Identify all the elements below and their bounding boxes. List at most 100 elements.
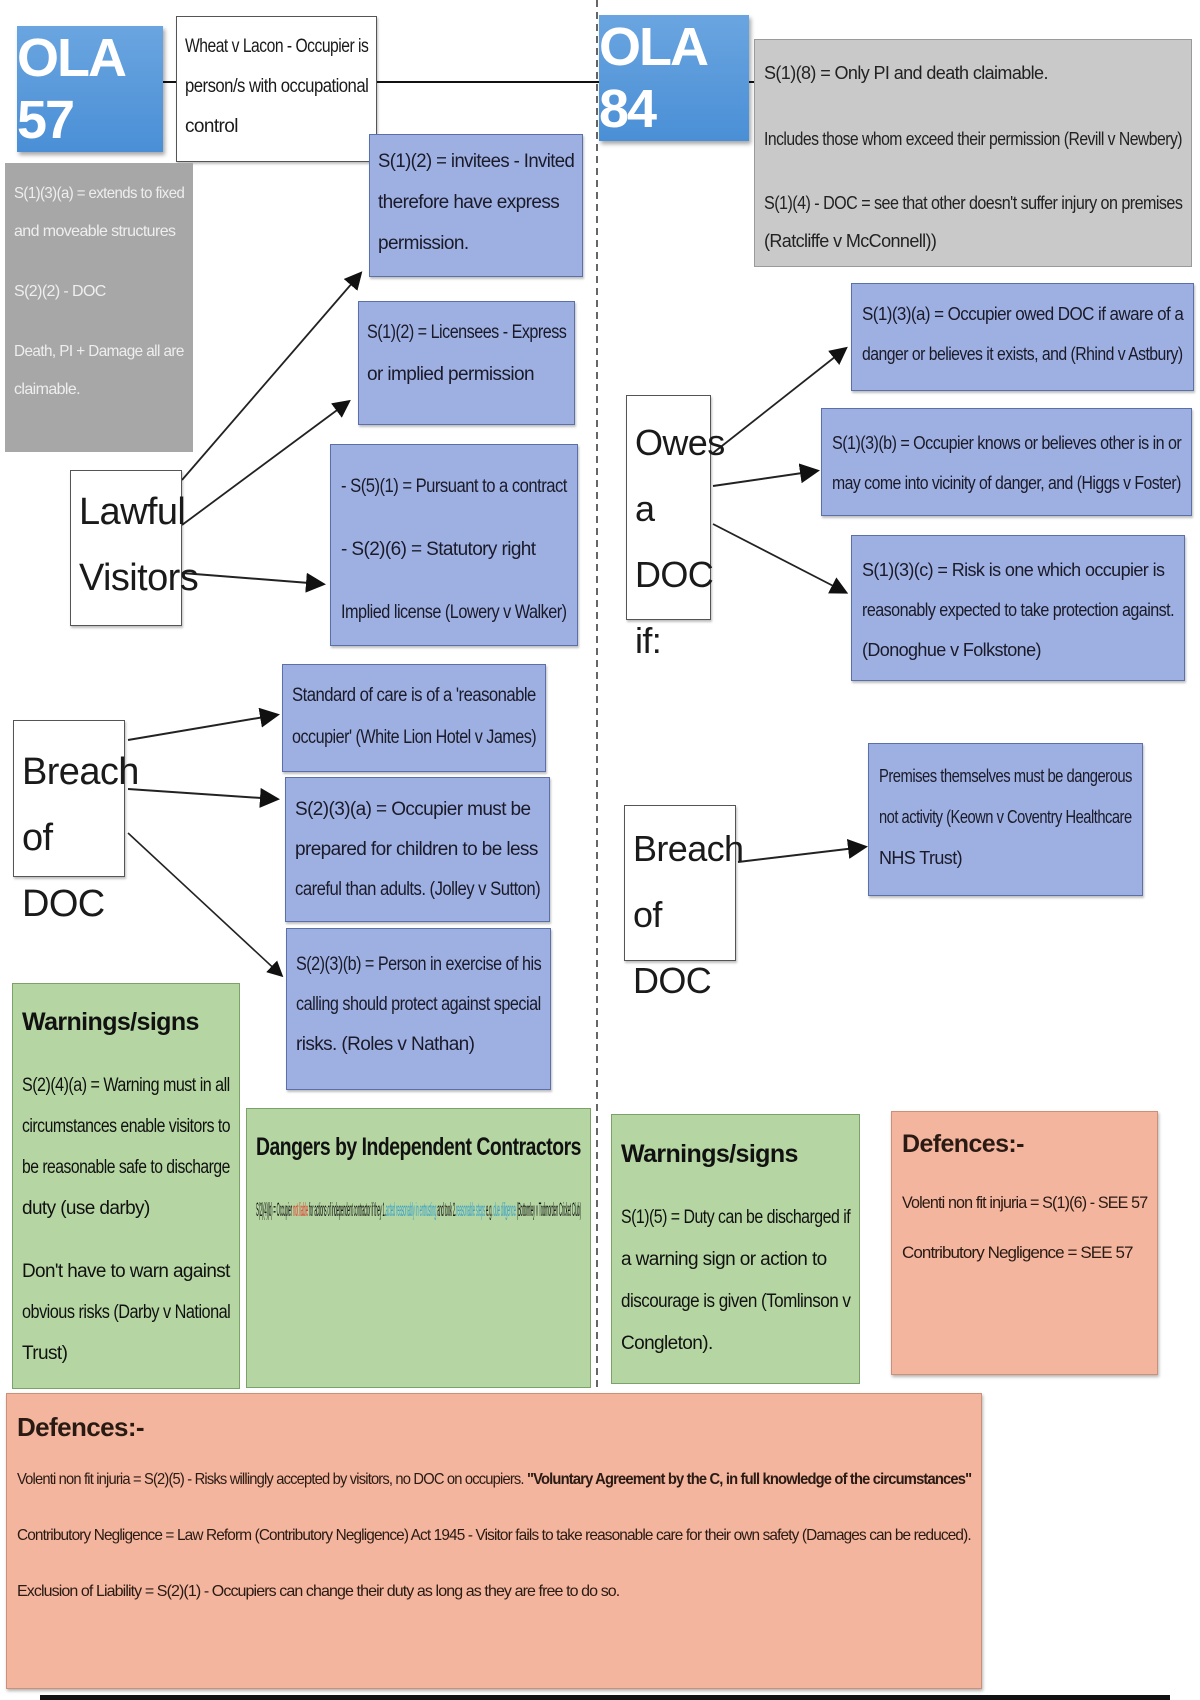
owes-doc-label: if: <box>635 620 662 661</box>
acted-reasonably-highlight: acted reasonably in entrusting <box>385 1200 437 1221</box>
premises-line: NHS Trust) <box>879 848 963 868</box>
warnings-84-line: Congleton). <box>621 1333 713 1354</box>
definition-line: control <box>185 116 238 137</box>
arrow-to-children <box>127 787 280 808</box>
contractors-text-part: for actions of independent contractor if… <box>308 1200 386 1221</box>
children-box: S(2)(3)(a) = Occupier must be prepared f… <box>285 777 550 922</box>
warnings-line: S(2)(4)(a) = Warning must in all <box>22 1075 230 1096</box>
warnings-84-line: a warning sign or action to <box>621 1249 827 1270</box>
contractors-text-part: (Bottomley v Todmorden Cricket Club) <box>515 1200 581 1221</box>
other-visitors-line: - S(2)(6) = Statutory right <box>341 539 536 560</box>
invitees-line: S(1)(2) = invitees - Invited <box>378 151 575 172</box>
volenti-57: Volenti non fit injuria = S(2)(5) - Risk… <box>17 1471 972 1489</box>
children-line: prepared for children to be less <box>295 839 538 860</box>
premises-box: Premises themselves must be dangerous no… <box>868 743 1143 896</box>
ola57-title-text: OLA 57 <box>17 28 125 150</box>
warnings-line: obvious risks (Darby v National <box>22 1302 231 1323</box>
s133c-box: S(1)(3)(c) = Risk is one which occupier … <box>851 535 1185 681</box>
contractors-text-part: and took 2. <box>436 1200 457 1221</box>
warnings-line: Trust) <box>22 1343 68 1364</box>
invitees-line: therefore have express <box>378 192 560 213</box>
scope-note: S(2)(2) - DOC <box>14 283 106 300</box>
owes-doc-node: Owes a DOC if: <box>626 395 725 661</box>
arrow-to-calling <box>127 832 284 978</box>
arrow-to-s133a <box>712 346 848 454</box>
standard-of-care-box: Standard of care is of a 'reasonable occ… <box>282 664 546 772</box>
licensees-box: S(1)(2) = Licensees - Express or implied… <box>358 301 575 425</box>
owes-doc-label: a DOC <box>635 488 714 595</box>
owes-doc-label: Owes <box>635 422 725 463</box>
s133a-line: S(1)(3)(a) = Occupier owed DOC if aware … <box>862 304 1184 324</box>
s133b-line: S(1)(3)(b) = Occupier knows or believes … <box>832 433 1182 453</box>
ola84-note: S(1)(8) = Only PI and death claimable. <box>764 63 1048 83</box>
bottom-rule <box>40 1695 1170 1700</box>
reasonable-steps-highlight: reasonable steps <box>456 1200 486 1221</box>
ola84-note: (Ratcliffe v McConnell)) <box>764 231 937 251</box>
not-liable-highlight: not liable <box>292 1200 309 1221</box>
breach-57-node: Breach of DOC <box>13 720 139 925</box>
breach-84-node: Breach of DOC <box>624 805 744 1001</box>
ola84-title-text: OLA 84 <box>599 17 707 139</box>
ola84-title: OLA 84 <box>599 15 749 141</box>
calling-line: calling should protect against special <box>296 994 541 1015</box>
scope-note: Death, PI + Damage all are <box>14 343 184 360</box>
breach-57-label: Breach <box>22 751 139 793</box>
warnings-84-line: S(1)(5) = Duty can be discharged if <box>621 1207 851 1228</box>
ola84-note: S(1)(4) - DOC = see that other doesn't s… <box>764 193 1183 213</box>
premises-line: not activity (Keown v Coventry Healthcar… <box>879 807 1132 827</box>
contributory-negligence-57: Contributory Negligence = Law Reform (Co… <box>17 1527 972 1544</box>
breach-84-label: Breach <box>633 828 744 869</box>
s133a-line: danger or believes it exists, and (Rhind… <box>862 344 1183 364</box>
warnings-84-line: discourage is given (Tomlinson v <box>621 1291 851 1312</box>
lawful-visitors-label: Visitors <box>79 557 199 599</box>
volenti-57-text: Volenti non fit injuria = S(2)(5) - Risk… <box>17 1471 527 1488</box>
calling-line: risks. (Roles v Nathan) <box>296 1034 475 1055</box>
standard-line: Standard of care is of a 'reasonable <box>292 685 536 706</box>
arrow-to-premises <box>737 838 868 863</box>
arrow-to-licensees <box>181 399 351 526</box>
s133c-line: (Donoghue v Folkstone) <box>862 640 1042 660</box>
breach-84-label: of DOC <box>633 894 712 1001</box>
ola57-scope-notes: S(1)(3)(a) = extends to fixed and moveab… <box>5 163 193 452</box>
definition-line: Wheat v Lacon - Occupier is <box>185 36 369 57</box>
volenti-57-quote: "Voluntary Agreement by the C, in full k… <box>526 1471 972 1488</box>
s133b-line: may come into vicinity of danger, and (H… <box>832 473 1181 493</box>
warnings-84-box: Warnings/signs S(1)(5) = Duty can be dis… <box>611 1114 860 1384</box>
scope-note: S(1)(3)(a) = extends to fixed <box>14 185 185 202</box>
contractors-text: S(2)(4)(b) = Occupier not liable for act… <box>256 1190 581 1231</box>
arrow-to-standard-of-care <box>127 707 280 741</box>
contributory-negligence-84: Contributory Negligence = SEE 57 <box>902 1243 1134 1262</box>
licensees-line: S(1)(2) = Licensees - Express <box>367 322 567 343</box>
other-visitors-line: - S(5)(1) = Pursuant to a contract <box>341 476 567 497</box>
contractors-heading: Dangers by Independent Contractors <box>256 1133 581 1161</box>
due-diligence-highlight: due diligence <box>493 1200 516 1221</box>
contractors-text-part: e.g. <box>485 1200 494 1221</box>
arrow-to-invitees <box>181 271 363 481</box>
premises-line: Premises themselves must be dangerous <box>879 766 1132 786</box>
lawful-visitors-node: Lawful Visitors <box>70 470 199 626</box>
ola57-title: OLA 57 <box>17 26 163 152</box>
occupier-definition-box: Wheat v Lacon - Occupier is person/s wit… <box>176 16 377 162</box>
warnings-84-heading: Warnings/signs <box>621 1140 798 1168</box>
ola84-note: Includes those whom exceed their permiss… <box>764 129 1183 149</box>
lawful-visitors-label: Lawful <box>79 491 186 533</box>
warnings-line: duty (use darby) <box>22 1198 150 1219</box>
defences-57-heading: Defences:- <box>17 1412 145 1442</box>
calling-box: S(2)(3)(b) = Person in exercise of his c… <box>286 928 551 1090</box>
s133c-line: reasonably expected to take protection a… <box>862 600 1175 620</box>
other-visitors-box: - S(5)(1) = Pursuant to a contract - S(2… <box>330 444 578 646</box>
standard-line: occupier' (White Lion Hotel v James) <box>292 727 537 748</box>
calling-line: S(2)(3)(b) = Person in exercise of his <box>296 954 542 975</box>
invitees-line: permission. <box>378 233 469 254</box>
arrow-to-s133c <box>712 523 849 594</box>
children-line: careful than adults. (Jolley v Sutton) <box>295 879 541 900</box>
warnings-line: circumstances enable visitors to <box>22 1116 231 1137</box>
warnings-57-heading: Warnings/signs <box>22 1008 199 1036</box>
scope-note: and moveable structures <box>14 223 176 240</box>
scope-note: claimable. <box>14 381 81 398</box>
exclusion-of-liability-57: Exclusion of Liability = S(2)(1) - Occup… <box>17 1583 620 1600</box>
breach-57-label: of DOC <box>22 817 105 925</box>
children-line: S(2)(3)(a) = Occupier must be <box>295 799 531 820</box>
definition-line: person/s with occupational <box>185 76 369 97</box>
